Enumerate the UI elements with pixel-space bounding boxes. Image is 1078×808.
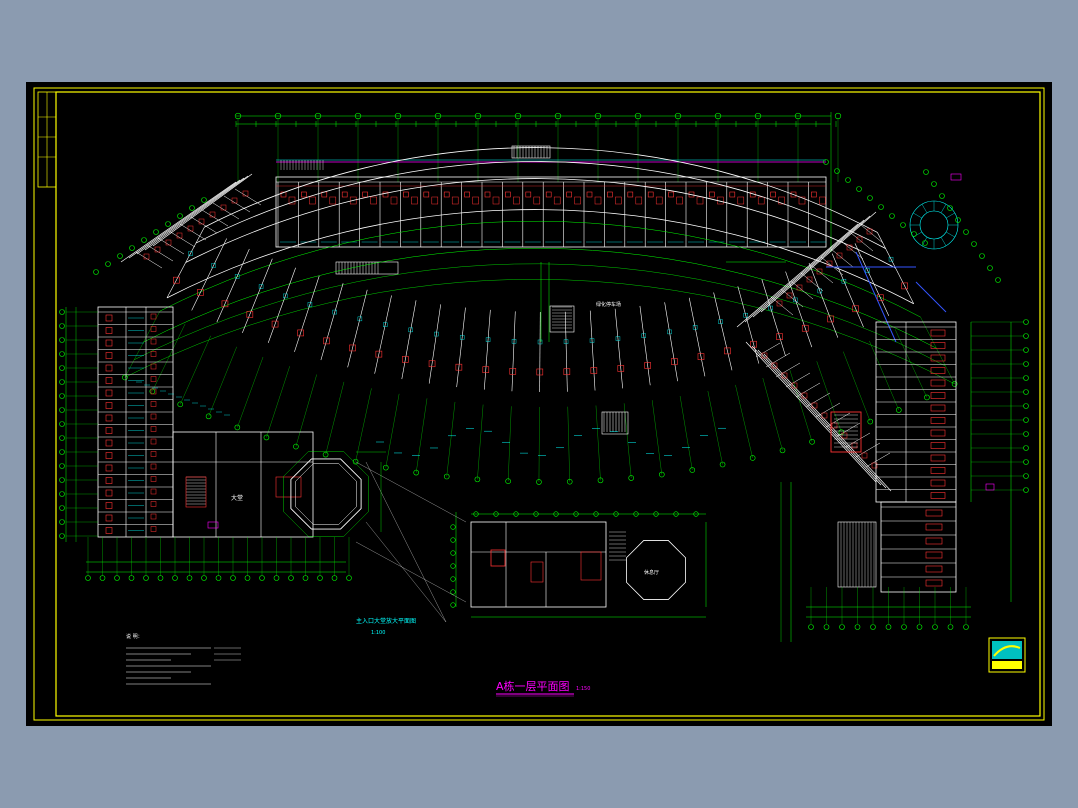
bottom-right-block [780,482,971,642]
left-wing [59,173,352,581]
octagon-pavilion [283,451,447,623]
drawing-logo-icon [988,637,1026,673]
lounge-label: 休息厅 [644,569,659,576]
drawing-scale: 1:150 [576,686,590,692]
lobby-label: 大堂 [231,494,243,502]
annotations [126,173,995,685]
outer-frame [33,87,1045,721]
inner-frame [55,91,1041,717]
cad-viewport[interactable]: 绿化停车场 大堂 休息厅 主入口大堂放大平面图 1:100 说 明： A栋一层平… [26,82,1052,726]
main-room-label: 绿化停车场 [596,301,621,308]
right-wing [736,159,1029,602]
detail-caption: 主入口大堂放大平面图 [356,617,416,625]
notes-heading: 说 明： [126,633,143,640]
detail-scale: 1:100 [371,630,385,636]
drawing-title: A栋一层平面图 [496,679,570,693]
curved-wing [122,147,958,485]
entrance-detail-plan [355,461,707,618]
floor-plan-drawing: 绿化停车场 大堂 休息厅 主入口大堂放大平面图 1:100 说 明： A栋一层平… [33,87,1045,721]
top-wing [234,112,842,275]
